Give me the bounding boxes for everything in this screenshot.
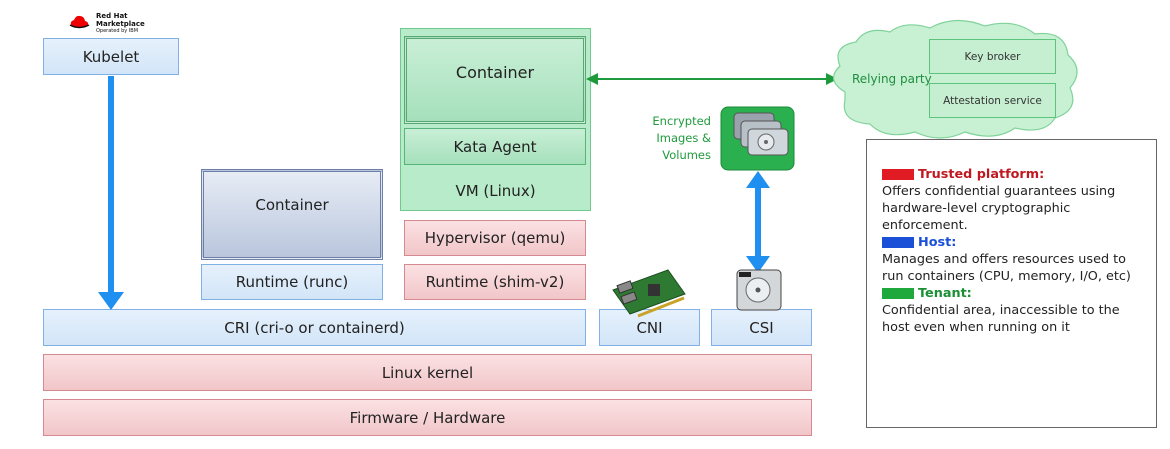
csi-label: CSI (749, 318, 774, 337)
encrypted-images-label: Encrypted Images & Volumes (633, 113, 711, 164)
legend-tenant-heading: Tenant: (882, 285, 1146, 302)
logo-line1: Red Hat (96, 12, 128, 20)
network-card-icon (612, 269, 686, 318)
runc-container-label: Container (255, 196, 329, 214)
cni-label: CNI (636, 318, 663, 337)
hard-disk-icon (736, 269, 782, 311)
relying-party-label: Relying party (852, 72, 932, 86)
vm-container-label: Container (455, 63, 535, 82)
hypervisor-label: Hypervisor (qemu) (424, 229, 566, 247)
attestation-service-box: Attestation service (929, 83, 1056, 118)
encrypted-line3: Volumes (662, 148, 711, 162)
runtime-runc-box: Runtime (runc) (201, 264, 383, 300)
linux-kernel-box: Linux kernel (43, 354, 812, 391)
cni-box: CNI (599, 309, 700, 346)
kubelet-to-cri-arrow (98, 76, 124, 310)
csi-box: CSI (711, 309, 812, 346)
legend-panel: Trusted platform: Offers confidential gu… (866, 139, 1157, 428)
host-desc: Manages and offers resources used to run… (882, 252, 1131, 284)
firmware-box: Firmware / Hardware (43, 399, 812, 436)
red-hat-marketplace-logo: Red Hat Marketplace Operated by IBM (68, 12, 145, 34)
hypervisor-box: Hypervisor (qemu) (404, 220, 586, 256)
logo-line3: Operated by IBM (96, 28, 139, 34)
attestation-service-label: Attestation service (943, 94, 1042, 107)
trusted-title: Trusted platform: (918, 167, 1045, 182)
runtime-shim-box: Runtime (shim-v2) (404, 264, 586, 300)
legend-host-heading: Host: (882, 234, 1146, 251)
cri-label: CRI (cri-o or containerd) (224, 318, 405, 337)
runtime-shim-label: Runtime (shim-v2) (425, 273, 565, 291)
vm-label: VM (Linux) (455, 182, 536, 200)
red-hat-icon (68, 15, 90, 31)
encrypted-line1: Encrypted (652, 114, 711, 128)
tenant-title: Tenant: (918, 286, 972, 301)
encrypted-line2: Images & (656, 131, 711, 145)
cri-box: CRI (cri-o or containerd) (43, 309, 586, 346)
tenant-desc: Confidential area, inaccessible to the h… (882, 303, 1120, 335)
runc-container-box: Container (201, 169, 383, 260)
trusted-swatch (882, 169, 914, 180)
trusted-desc: Offers confidential guarantees using har… (882, 184, 1116, 233)
runtime-runc-label: Runtime (runc) (235, 273, 349, 291)
kata-agent-box: Kata Agent (404, 128, 586, 165)
tenant-swatch (882, 288, 914, 299)
logo-line2: Marketplace (96, 20, 145, 28)
key-broker-box: Key broker (929, 39, 1056, 74)
container-to-relying-party-arrow (586, 73, 838, 85)
host-title: Host: (918, 235, 957, 250)
linux-kernel-label: Linux kernel (381, 363, 474, 382)
firmware-label: Firmware / Hardware (349, 408, 506, 427)
host-swatch (882, 237, 914, 248)
legend-trusted-heading: Trusted platform: (882, 166, 1146, 183)
vm-container-box: Container (404, 36, 586, 124)
kubelet-box: Kubelet (43, 38, 179, 75)
storage-to-csi-arrow (746, 171, 770, 273)
encrypted-storage-icon (720, 106, 795, 171)
key-broker-label: Key broker (964, 50, 1021, 63)
kata-agent-label: Kata Agent (453, 137, 537, 156)
kubelet-label: Kubelet (82, 47, 140, 66)
